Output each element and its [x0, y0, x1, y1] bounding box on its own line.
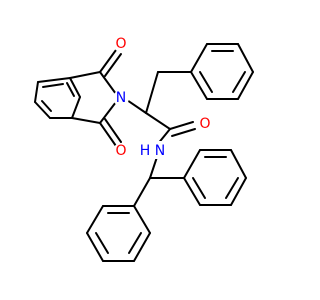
atom-label-amide-oxygen: O — [199, 116, 210, 132]
atom-label-imide-nitrogen: N — [116, 90, 126, 106]
atom-label-amide-nitrogen: N — [155, 143, 165, 159]
atom-label-oxygen-top: O — [115, 36, 126, 52]
atom-labels: O O N O N H — [113, 36, 213, 159]
atom-label-amide-hydrogen: H — [140, 143, 151, 159]
molecule-structure-diagram: O O N O N H — [34, 36, 254, 262]
bond-lines — [34, 43, 254, 262]
atom-label-oxygen-bottom: O — [115, 143, 126, 159]
